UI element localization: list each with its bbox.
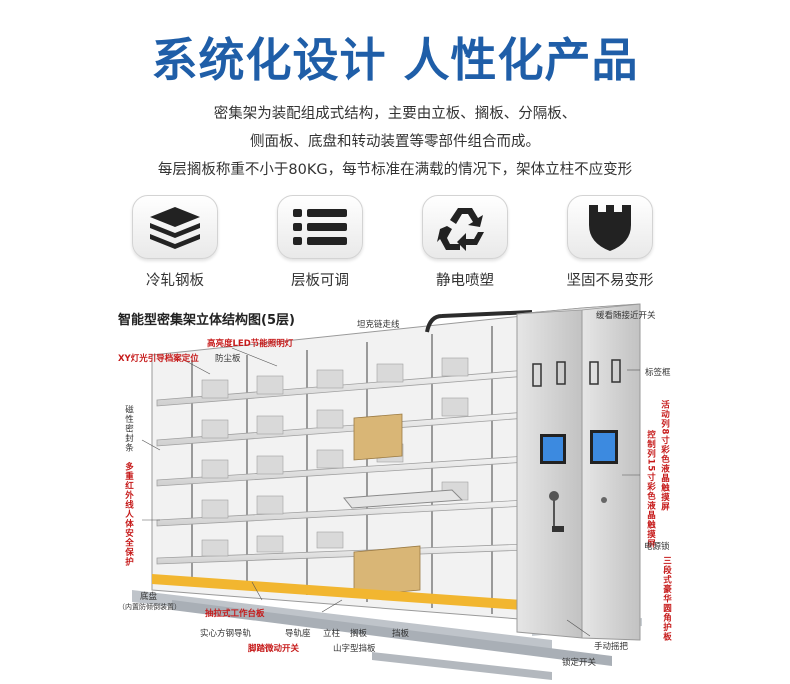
power-lock <box>601 497 607 503</box>
diagram-title: 智能型密集架立体结构图(5层) <box>118 313 295 328</box>
shelf-dividers <box>201 357 469 557</box>
callout-label-frame: 标签框 <box>645 368 671 378</box>
feature-row: 冷轧钢板 层板可调 静电喷塑 坚固不易变形 <box>0 195 790 295</box>
callout-baffle: 山字型挡板 <box>333 644 376 654</box>
feature-label: 坚固不易变形 <box>566 273 654 289</box>
headline: 系统化设计 人性化产品 <box>151 33 639 87</box>
feature-label: 冷轧钢板 <box>146 273 204 289</box>
callout-led-light: 高亮度LED节能照明灯 <box>207 339 294 349</box>
callout-magnetic-seal: 磁性密封条 <box>123 405 134 453</box>
callout-divider: 挡板 <box>392 629 410 639</box>
callout-base-note: （内置防倾倒装置） <box>118 603 181 611</box>
shelving-illustration <box>132 303 642 680</box>
feature-label: 静电喷塑 <box>436 273 494 289</box>
callout-approach-switch: 缓看随接近开关 <box>596 311 656 321</box>
shelf-list-icon <box>277 195 363 259</box>
feature-label: 层板可调 <box>291 273 349 289</box>
feature-sturdy: 坚固不易变形 <box>560 195 660 290</box>
label-frames <box>532 359 621 387</box>
description-line-1: 密集架为装配组成式结构，主要由立板、搁板、分隔板、 <box>213 106 577 122</box>
callout-control-screen: 控制列15寸彩色液晶触摸屏 <box>645 430 656 549</box>
callout-post: 立柱 <box>323 629 341 639</box>
callout-rail-seat: 导轨座 <box>285 629 311 639</box>
description-line-2: 侧面板、底盘和转动装置等零部件组合而成。 <box>250 134 540 150</box>
yellow-base-strip <box>152 574 522 610</box>
callout-corner-guard: 三段式豪华圆角护板 <box>661 556 672 642</box>
callout-lock-switch: 锁定开关 <box>562 658 597 668</box>
callout-steel-rail: 实心方钢导轨 <box>200 629 252 639</box>
feature-powder-coating: 静电喷塑 <box>415 195 515 290</box>
pull-out-worktable <box>343 489 464 509</box>
callout-hand-crank: 手动摇把 <box>594 642 629 652</box>
callout-worktable: 抽拉式工作台板 <box>205 609 265 619</box>
callout-cable-chain: 坦克链走线 <box>357 320 400 330</box>
callout-lines <box>141 347 640 637</box>
shelving-structure-diagram <box>112 300 692 684</box>
recycle-icon <box>422 195 508 259</box>
callout-power-lock: 电源锁 <box>644 542 670 552</box>
feature-cold-rolled-steel: 冷轧钢板 <box>125 195 225 290</box>
callout-shelf-board: 搁板 <box>350 629 368 639</box>
hand-crank <box>549 491 564 532</box>
description-line-3: 每层搁板称重不小于80KG，每节标准在满载的情况下，架体立柱不应变形 <box>157 162 633 178</box>
archive-boxes <box>353 413 421 597</box>
end-panels <box>516 303 641 641</box>
touch-screens <box>540 430 618 464</box>
callout-base: 底盘 <box>140 592 158 602</box>
layers-icon <box>132 195 218 259</box>
callout-dust-board: 防尘板 <box>215 354 241 364</box>
shield-icon <box>567 195 653 259</box>
callout-pedal-switch: 脚踏微动开关 <box>248 644 300 654</box>
cable-chain <box>425 310 533 333</box>
callout-infrared-protection: 多重红外线人体安全保护 <box>123 462 134 567</box>
callout-mobile-screen: 活动列8寸彩色液晶触摸屏 <box>659 400 670 512</box>
callout-xy-guide: XY灯光引导档案定位 <box>118 354 199 364</box>
feature-adjustable-shelf: 层板可调 <box>270 195 370 290</box>
